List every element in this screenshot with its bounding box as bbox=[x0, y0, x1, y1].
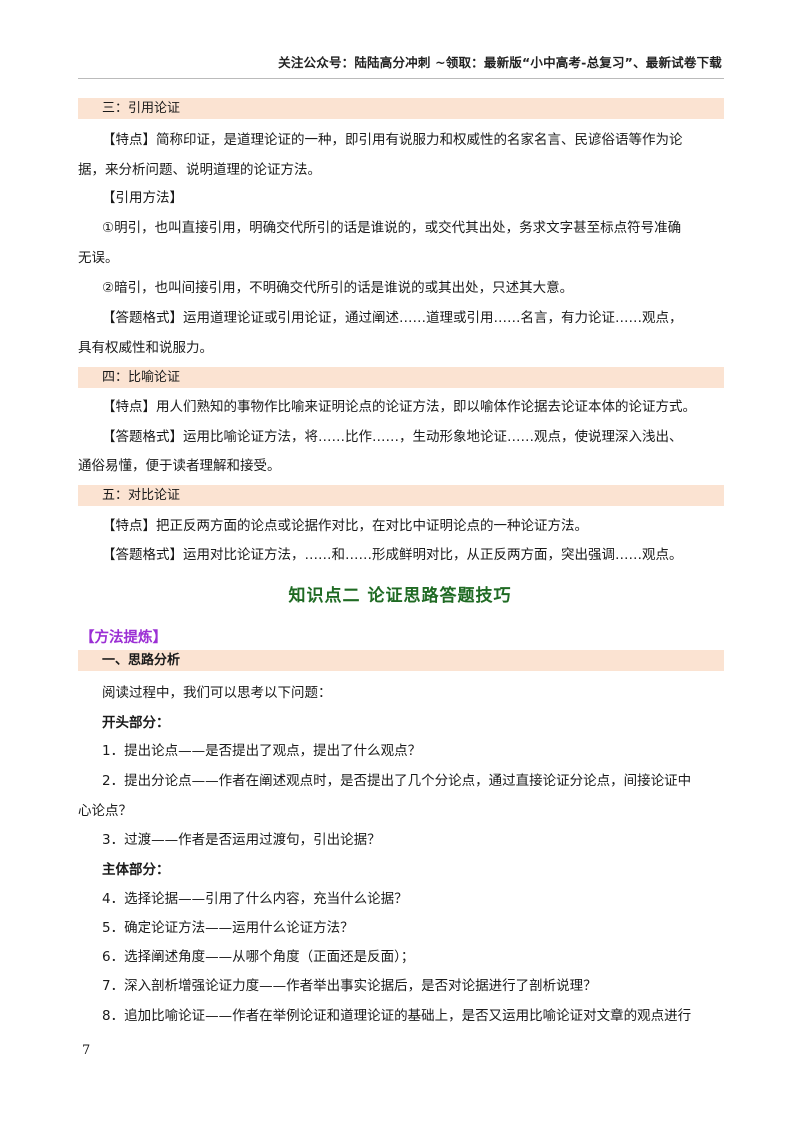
list-item: 5．确定论证方法——运用什么论证方法？ bbox=[102, 920, 354, 936]
list-item: 1．提出论点——是否提出了观点，提出了什么观点？ bbox=[102, 743, 422, 759]
paragraph-line: 通俗易懂，便于读者理解和接受。 bbox=[78, 458, 281, 474]
subheading-opening: 开头部分： bbox=[102, 715, 170, 731]
heading-text: 三：引用论证 bbox=[102, 101, 181, 116]
paragraph-line: 【答题格式】运用比喻论证方法，将……比作……，生动形象地论证……观点，使说理深入… bbox=[102, 429, 683, 445]
paragraph-line: 【答题格式】运用道理论证或引用论证，通过阐述……道理或引用……名言，有力论证……… bbox=[102, 310, 683, 326]
paragraph-line: ②暗引，也叫间接引用，不明确交代所引的话是谁说的或其出处，只述其大意。 bbox=[102, 280, 574, 296]
subheading-body: 主体部分： bbox=[102, 862, 170, 878]
paragraph-line: 阅读过程中，我们可以思考以下问题： bbox=[102, 685, 332, 701]
page-header: 关注公众号：陆陆高分冲刺 ~领取：最新版“小中高考-总复习”、最新试卷下载 bbox=[278, 55, 722, 70]
paragraph-line: 无误。 bbox=[78, 250, 119, 266]
paragraph-line: 具有权威性和说服力。 bbox=[78, 340, 213, 356]
list-item: 8．追加比喻论证——作者在举例论证和道理论证的基础上，是否又运用比喻论证对文章的… bbox=[102, 1008, 692, 1024]
paragraph-line: ①明引，也叫直接引用，明确交代所引的话是谁说的，或交代其出处，务求文字甚至标点符… bbox=[102, 220, 682, 236]
list-item: 7．深入剖析增强论证力度——作者举出事实论据后，是否对论据进行了剖析说理？ bbox=[102, 978, 597, 994]
list-item: 3．过渡——作者是否运用过渡句，引出论据？ bbox=[102, 832, 381, 848]
section-heading-metaphor: 四：比喻论证 bbox=[78, 367, 724, 388]
heading-text: 四：比喻论证 bbox=[102, 370, 181, 385]
heading-text: 一、思路分析 bbox=[102, 653, 181, 668]
list-item-continuation: 心论点？ bbox=[78, 803, 132, 819]
paragraph-line: 【引用方法】 bbox=[102, 190, 183, 206]
paragraph-line: 【特点】把正反两方面的论点或论据作对比，在对比中证明论点的一种论证方法。 bbox=[102, 518, 588, 534]
method-label: 【方法提炼】 bbox=[80, 630, 167, 646]
list-item: 6．选择阐述角度——从哪个角度（正面还是反面）； bbox=[102, 949, 415, 965]
header-rule bbox=[78, 78, 724, 79]
paragraph-line: 【特点】简称印证，是道理论证的一种，即引用有说服力和权威性的名家名言、民谚俗语等… bbox=[102, 132, 683, 148]
paragraph-line: 【答题格式】运用对比论证方法，……和……形成鲜明对比，从正反两方面，突出强调……… bbox=[102, 547, 683, 563]
list-item: 4．选择论据——引用了什么内容，充当什么论据？ bbox=[102, 891, 408, 907]
paragraph-line: 据，来分析问题、说明道理的论证方法。 bbox=[78, 162, 321, 178]
section-heading-citation: 三：引用论证 bbox=[78, 98, 724, 119]
list-item: 2．提出分论点——作者在阐述观点时，是否提出了几个分论点，通过直接论证分论点，间… bbox=[102, 773, 692, 789]
section-heading-analysis: 一、思路分析 bbox=[78, 650, 724, 671]
paragraph-line: 【特点】用人们熟知的事物作比喻来证明论点的论证方法，即以喻体作论据去论证本体的论… bbox=[102, 399, 696, 415]
section-title: 知识点二 论证思路答题技巧 bbox=[288, 586, 512, 606]
page-number: 7 bbox=[82, 1043, 91, 1058]
section-heading-contrast: 五：对比论证 bbox=[78, 485, 724, 506]
heading-text: 五：对比论证 bbox=[102, 488, 181, 503]
